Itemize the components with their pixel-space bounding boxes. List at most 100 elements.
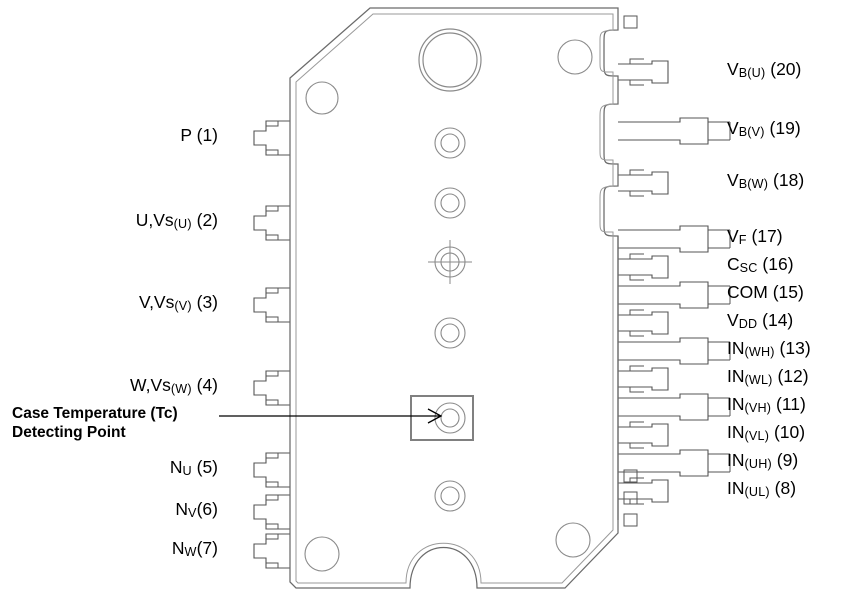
pin-label-subscript: (UH) (744, 457, 772, 472)
pin-label-4: W,Vs(W) (4) (130, 375, 218, 396)
pin-label-name: IN (727, 422, 745, 442)
left-pin-notch-bot-6 (266, 523, 279, 529)
right-edge-stub-3 (623, 469, 638, 483)
body-features-group (304, 28, 593, 572)
pin-label-subscript: W (184, 545, 197, 560)
pin-label-subscript: (VL) (744, 429, 770, 444)
right-pin-notch-bot-10 (629, 443, 644, 449)
pin-label-number: (6) (196, 499, 218, 519)
tc-arrow-head (427, 408, 443, 424)
pin-label-number: (20) (765, 59, 802, 79)
pin-label-name: N (171, 538, 185, 558)
pin-label-name: P (180, 125, 192, 145)
ring-pad-4-outer (434, 317, 466, 349)
left-pin-notch-top-4 (266, 371, 279, 377)
ring-pad-2-outer (434, 187, 466, 219)
pin-label-subscript: (VH) (744, 401, 772, 416)
left-pin-5 (253, 452, 290, 488)
pin-label-name: IN (727, 394, 745, 414)
right-pin-19 (618, 117, 709, 145)
pin-label-name: U,Vs (135, 210, 174, 230)
pin-label-number: (15) (767, 282, 804, 302)
left-pin-6 (253, 494, 290, 530)
pin-label-subscript: B(V) (738, 125, 765, 140)
right-pin-20 (618, 60, 669, 84)
pin-label-20: VB(U) (20) (727, 59, 802, 80)
pin-label-subscript: (WH) (744, 345, 775, 360)
pin-label-name: IN (727, 338, 745, 358)
pin-label-number: (1) (191, 125, 218, 145)
pin-label-name: N (175, 499, 188, 519)
right-pin-notch-bot-16 (629, 275, 644, 281)
pin-label-number: (18) (768, 170, 805, 190)
right-pin-notch-top-12 (629, 365, 644, 371)
pin-label-number: (4) (191, 375, 218, 395)
pin-label-11: IN(VH) (11) (727, 394, 806, 416)
pin-label-name: V (727, 170, 739, 190)
right-pin-15 (618, 281, 709, 309)
pin-label-number: (19) (764, 118, 801, 138)
right-pin-13 (618, 337, 709, 365)
pin-label-name: C (727, 254, 740, 274)
pin-label-number: (17) (746, 226, 783, 246)
left-pin-notch-top-5 (266, 453, 279, 459)
right-pin-11 (618, 393, 709, 421)
left-pin-notch-bot-4 (266, 399, 279, 405)
left-pin-notch-top-3 (266, 288, 279, 294)
pin-label-name: IN (727, 366, 745, 386)
right-pin-notch-top-8 (629, 477, 644, 483)
pin-label-name: COM (727, 282, 768, 302)
callout-line-2: Detecting Point (12, 423, 126, 441)
case-temperature-callout: Case Temperature (Tc) Detecting Point (12, 405, 178, 443)
pin-label-number: (7) (196, 538, 218, 558)
pin-label-subscript: V (188, 506, 197, 521)
pin-label-8: IN(UL) (8) (727, 479, 796, 500)
right-pin-notch-bot-12 (629, 387, 644, 393)
pin-label-number: (13) (774, 338, 811, 358)
right-pin-notch-top-18 (629, 169, 644, 175)
pin-label-name: IN (727, 450, 745, 470)
pin-label-name: N (169, 457, 183, 477)
pin-label-subscript: DD (738, 317, 758, 332)
left-pin-3 (253, 287, 290, 323)
callout-line-1: Case Temperature (Tc) (12, 405, 178, 422)
left-pin-notch-bot-1 (266, 149, 279, 155)
pin-label-3: V,Vs(V) (3) (139, 292, 218, 314)
right-pin-notch-bot-18 (629, 191, 644, 197)
pin-label-number: (3) (191, 292, 218, 312)
hole-top-right (557, 39, 593, 75)
pin-label-subscript: (V) (174, 299, 192, 314)
right-pin-18 (618, 171, 669, 195)
right-pin-notch-bot-14 (629, 331, 644, 337)
right-pin-14 (618, 311, 669, 335)
right-edge-stub-1 (623, 513, 638, 527)
right-pin-9 (618, 449, 709, 477)
left-pin-notch-bot-5 (266, 481, 279, 487)
left-pin-4 (253, 370, 290, 406)
left-pin-notch-top-6 (266, 495, 279, 501)
pin-label-10: IN(VL) (10) (727, 422, 805, 444)
large-center-hole-inner (422, 32, 478, 88)
pin-label-number: (9) (771, 450, 799, 470)
right-pin-notch-bot-20 (629, 80, 644, 86)
pin-label-subscript: (UL) (744, 485, 770, 500)
pin-label-number: (2) (191, 210, 218, 230)
pin-label-6: NV(6) (175, 499, 218, 521)
pin-label-12: IN(WL) (12) (727, 366, 809, 387)
hole-bottom-left (304, 536, 340, 572)
pin-label-number: (14) (757, 310, 794, 330)
pin-label-19: VB(V) (19) (727, 118, 801, 140)
ring-pad-2-inner (440, 193, 460, 213)
pin-label-number: (11) (771, 394, 806, 414)
pin-label-number: (5) (191, 457, 218, 477)
module-body-outline (289, 7, 619, 589)
pin-label-number: (12) (772, 366, 809, 386)
right-edge-stub-0 (623, 15, 638, 29)
pin-label-name: V,Vs (139, 292, 175, 312)
left-pin-notch-top-2 (266, 206, 279, 212)
pin-label-name: W,Vs (130, 375, 171, 395)
left-pin-notch-bot-3 (266, 316, 279, 322)
right-pin-group (618, 15, 731, 527)
